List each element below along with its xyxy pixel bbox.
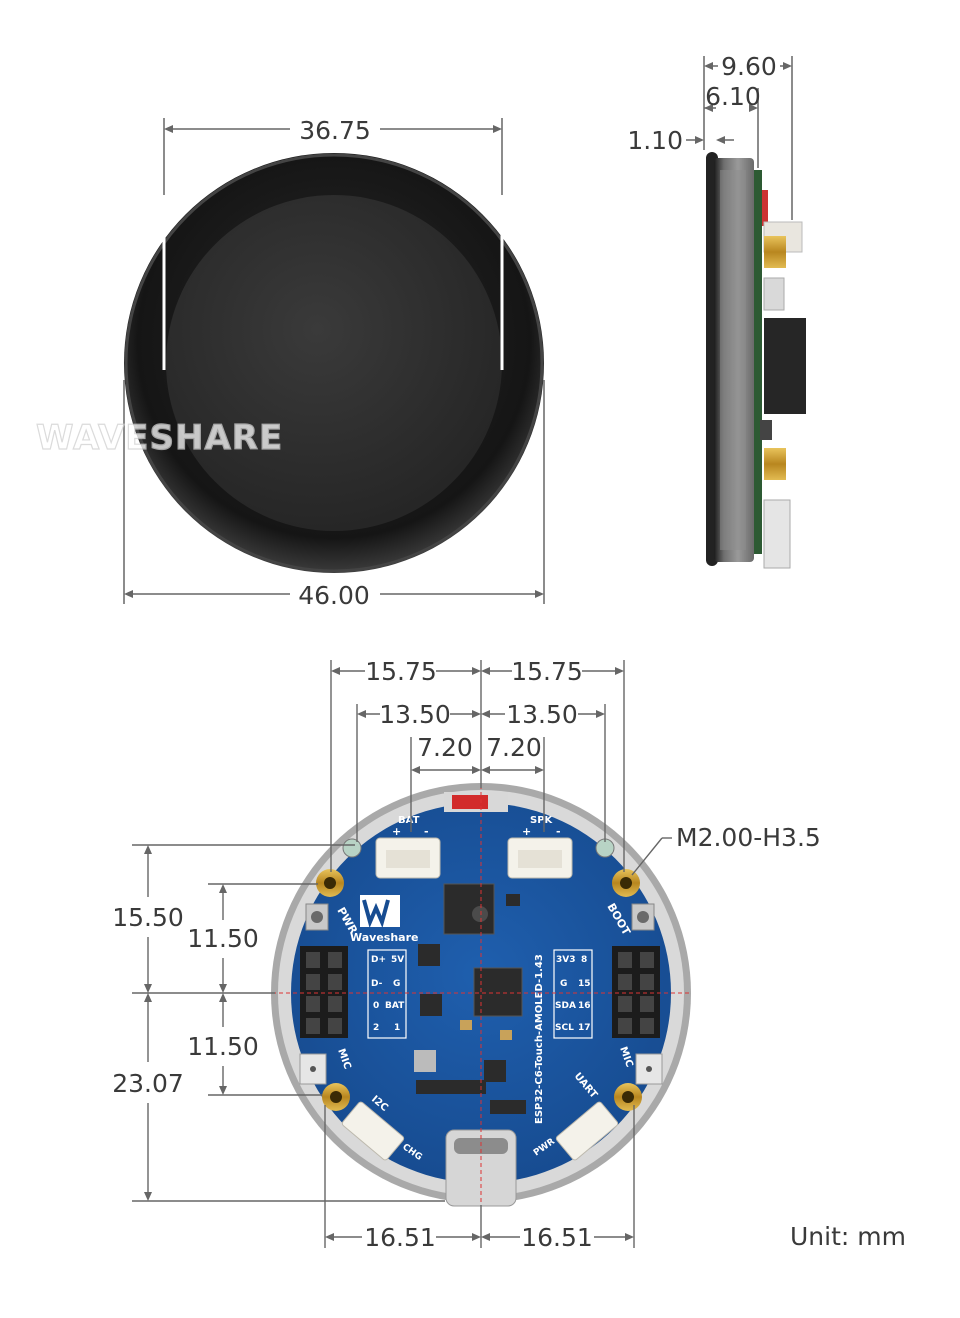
pin-dm: D- <box>371 979 383 989</box>
back-left-inner-upper-label: 11.50 <box>187 924 259 953</box>
pin-8: 8 <box>581 955 587 965</box>
pin-17: 17 <box>578 1023 591 1033</box>
front-screen <box>166 195 502 531</box>
front-outer-diameter-label: 46.00 <box>298 581 370 610</box>
i2c-connector <box>341 1101 405 1161</box>
back-top-mid-left-label: 13.50 <box>379 700 451 729</box>
pin-15: 15 <box>578 979 591 989</box>
pcb-bat-plus: + <box>392 825 401 838</box>
back-top-inner-right-label: 7.20 <box>486 733 542 762</box>
back-view: BAT + - SPK + - Waveshare PWR BOOT <box>112 657 821 1252</box>
pcb-bat-minus: - <box>424 825 429 838</box>
pin-0: 0 <box>373 1001 379 1011</box>
side-total-thickness-label: 9.60 <box>721 52 777 81</box>
back-left-inner-lower-label: 11.50 <box>187 1032 259 1061</box>
pin-5v: 5V <box>391 955 404 965</box>
back-left-outer-upper-label: 15.50 <box>112 903 184 932</box>
unit-label: Unit: mm <box>790 1222 906 1251</box>
pcb-spk-plus: + <box>522 825 531 838</box>
pin-dp: D+ <box>371 955 386 965</box>
back-top-inner-left-label: 7.20 <box>417 733 473 762</box>
side-module-thickness-label: 6.10 <box>705 82 761 111</box>
codec-chip <box>473 967 523 1017</box>
side-button <box>763 277 785 311</box>
back-left-outer-lower-label: 23.07 <box>112 1069 184 1098</box>
back-bottom-right-label: 16.51 <box>521 1223 593 1252</box>
pcb-spk-minus: - <box>556 825 561 838</box>
pcb-board-name: ESP32-C6-Touch-AMOLED-1.43 <box>534 954 545 1124</box>
mount-hole-spec-label: M2.00-H3.5 <box>676 823 821 852</box>
watermark: WAVESHARE <box>36 418 283 458</box>
side-pcb-edge <box>754 170 762 554</box>
dimension-outer-diameter <box>123 380 545 604</box>
back-top-mid-right-label: 13.50 <box>506 700 578 729</box>
pcb-label-spk: SPK <box>530 815 554 826</box>
front-bezel-rim <box>124 153 544 573</box>
pin-16: 16 <box>578 1001 591 1011</box>
back-top-outer-left-label: 15.75 <box>365 657 437 686</box>
front-screen-diameter-label: 36.75 <box>299 116 371 145</box>
esp-chip <box>443 883 495 935</box>
pin-3v3: 3V3 <box>556 955 576 965</box>
pcb-brand: Waveshare <box>350 931 418 944</box>
left-pin-labels: D+ 5V D- G 0 BAT 2 1 <box>367 949 407 1039</box>
side-glass-thickness-label: 1.10 <box>627 126 683 155</box>
back-bottom-left-label: 16.51 <box>364 1223 436 1252</box>
pcb-label-bat: BAT <box>398 815 420 826</box>
side-battery-header <box>764 318 806 414</box>
pin-bat: BAT <box>385 1001 405 1011</box>
back-top-outer-right-label: 15.75 <box>511 657 583 686</box>
side-gold-screw-top <box>764 236 786 268</box>
uart-connector <box>555 1101 619 1161</box>
pin-g-right: G <box>560 979 567 989</box>
pin-g-left: G <box>393 979 400 989</box>
pin-2: 2 <box>373 1023 379 1033</box>
pin-1: 1 <box>394 1023 400 1033</box>
pin-scl: SCL <box>555 1023 574 1033</box>
right-pin-labels: 3V3 8 G 15 SDA 16 SCL 17 <box>553 949 593 1039</box>
side-usb <box>763 499 791 569</box>
side-gold-screw-bottom <box>764 448 786 480</box>
front-view: 36.75 46.00 WAVESHARE <box>35 116 545 610</box>
pin-sda: SDA <box>555 1001 576 1011</box>
side-view: 9.60 6.10 1.10 <box>627 52 806 569</box>
